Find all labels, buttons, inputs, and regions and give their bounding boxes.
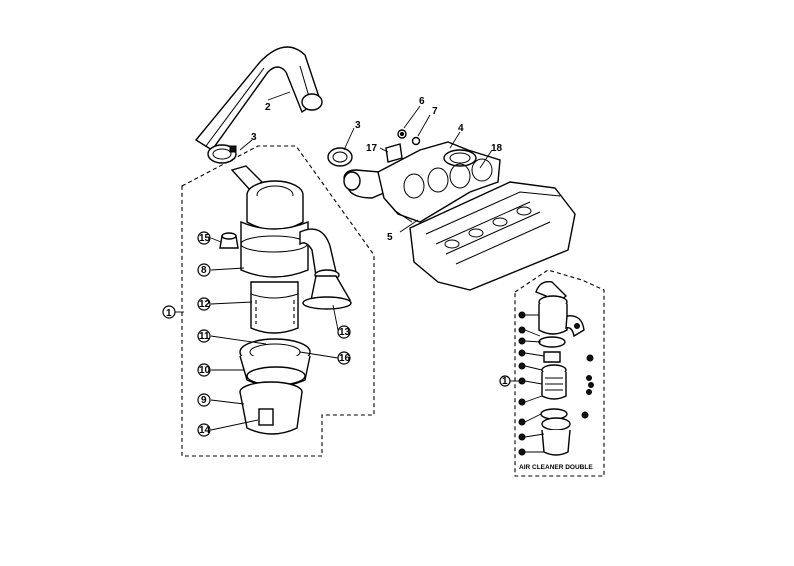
callout-17: 17	[366, 143, 378, 154]
assembly-boundary	[181, 145, 375, 457]
circled-callout-16: 16	[337, 351, 351, 365]
air-cleaner-assembly	[230, 165, 340, 435]
circled-callout-13: 13	[337, 325, 351, 339]
inset-boundary	[514, 269, 605, 477]
callout-3-right: 3	[355, 120, 361, 131]
circled-callout-8: 8	[197, 263, 211, 277]
circled-callout-9: 9	[197, 393, 211, 407]
callout-12: 12	[199, 299, 211, 310]
callout-10: 10	[199, 365, 211, 376]
callout-16: 16	[339, 353, 351, 364]
callout-18: 18	[491, 143, 503, 154]
circled-callout-1: 1	[162, 305, 176, 319]
callout-6: 6	[419, 96, 425, 107]
bolt-part-6	[397, 129, 407, 139]
callout-11: 11	[199, 331, 210, 342]
circled-callout-15: 15	[197, 231, 211, 245]
callout-3-left: 3	[251, 132, 257, 143]
callout-9: 9	[201, 395, 207, 406]
inset-air-cleaner-double: 1 AIR CLEANER DOUBLE	[499, 269, 605, 477]
inset-ref-1: 1	[502, 376, 508, 387]
hose-clamp-left	[207, 144, 237, 164]
callout-1: 1	[166, 308, 172, 319]
circled-callout-10: 10	[197, 363, 211, 377]
callout-2: 2	[265, 102, 271, 113]
leader-lines	[175, 91, 493, 431]
small-cap-part	[219, 232, 239, 249]
manifold-elbow	[343, 169, 387, 199]
engine-block	[409, 181, 576, 291]
callout-4: 4	[458, 123, 464, 134]
inset-caption: AIR CLEANER DOUBLE	[519, 464, 593, 471]
intake-duct	[194, 46, 323, 151]
circled-callout-12: 12	[197, 297, 211, 311]
callout-5: 5	[387, 232, 393, 243]
circled-callout-14: 14	[197, 423, 211, 437]
callout-8: 8	[201, 265, 207, 276]
circled-callout-11: 11	[197, 329, 211, 343]
intake-manifold	[377, 141, 501, 223]
callout-14: 14	[199, 425, 211, 436]
washer-part-7	[411, 136, 421, 146]
pre-cleaner-cone	[302, 275, 352, 310]
callout-15: 15	[199, 233, 211, 244]
callout-7: 7	[432, 106, 438, 117]
callout-13: 13	[339, 327, 351, 338]
hose-clamp-right	[327, 147, 353, 167]
tag-part-17	[385, 143, 403, 163]
